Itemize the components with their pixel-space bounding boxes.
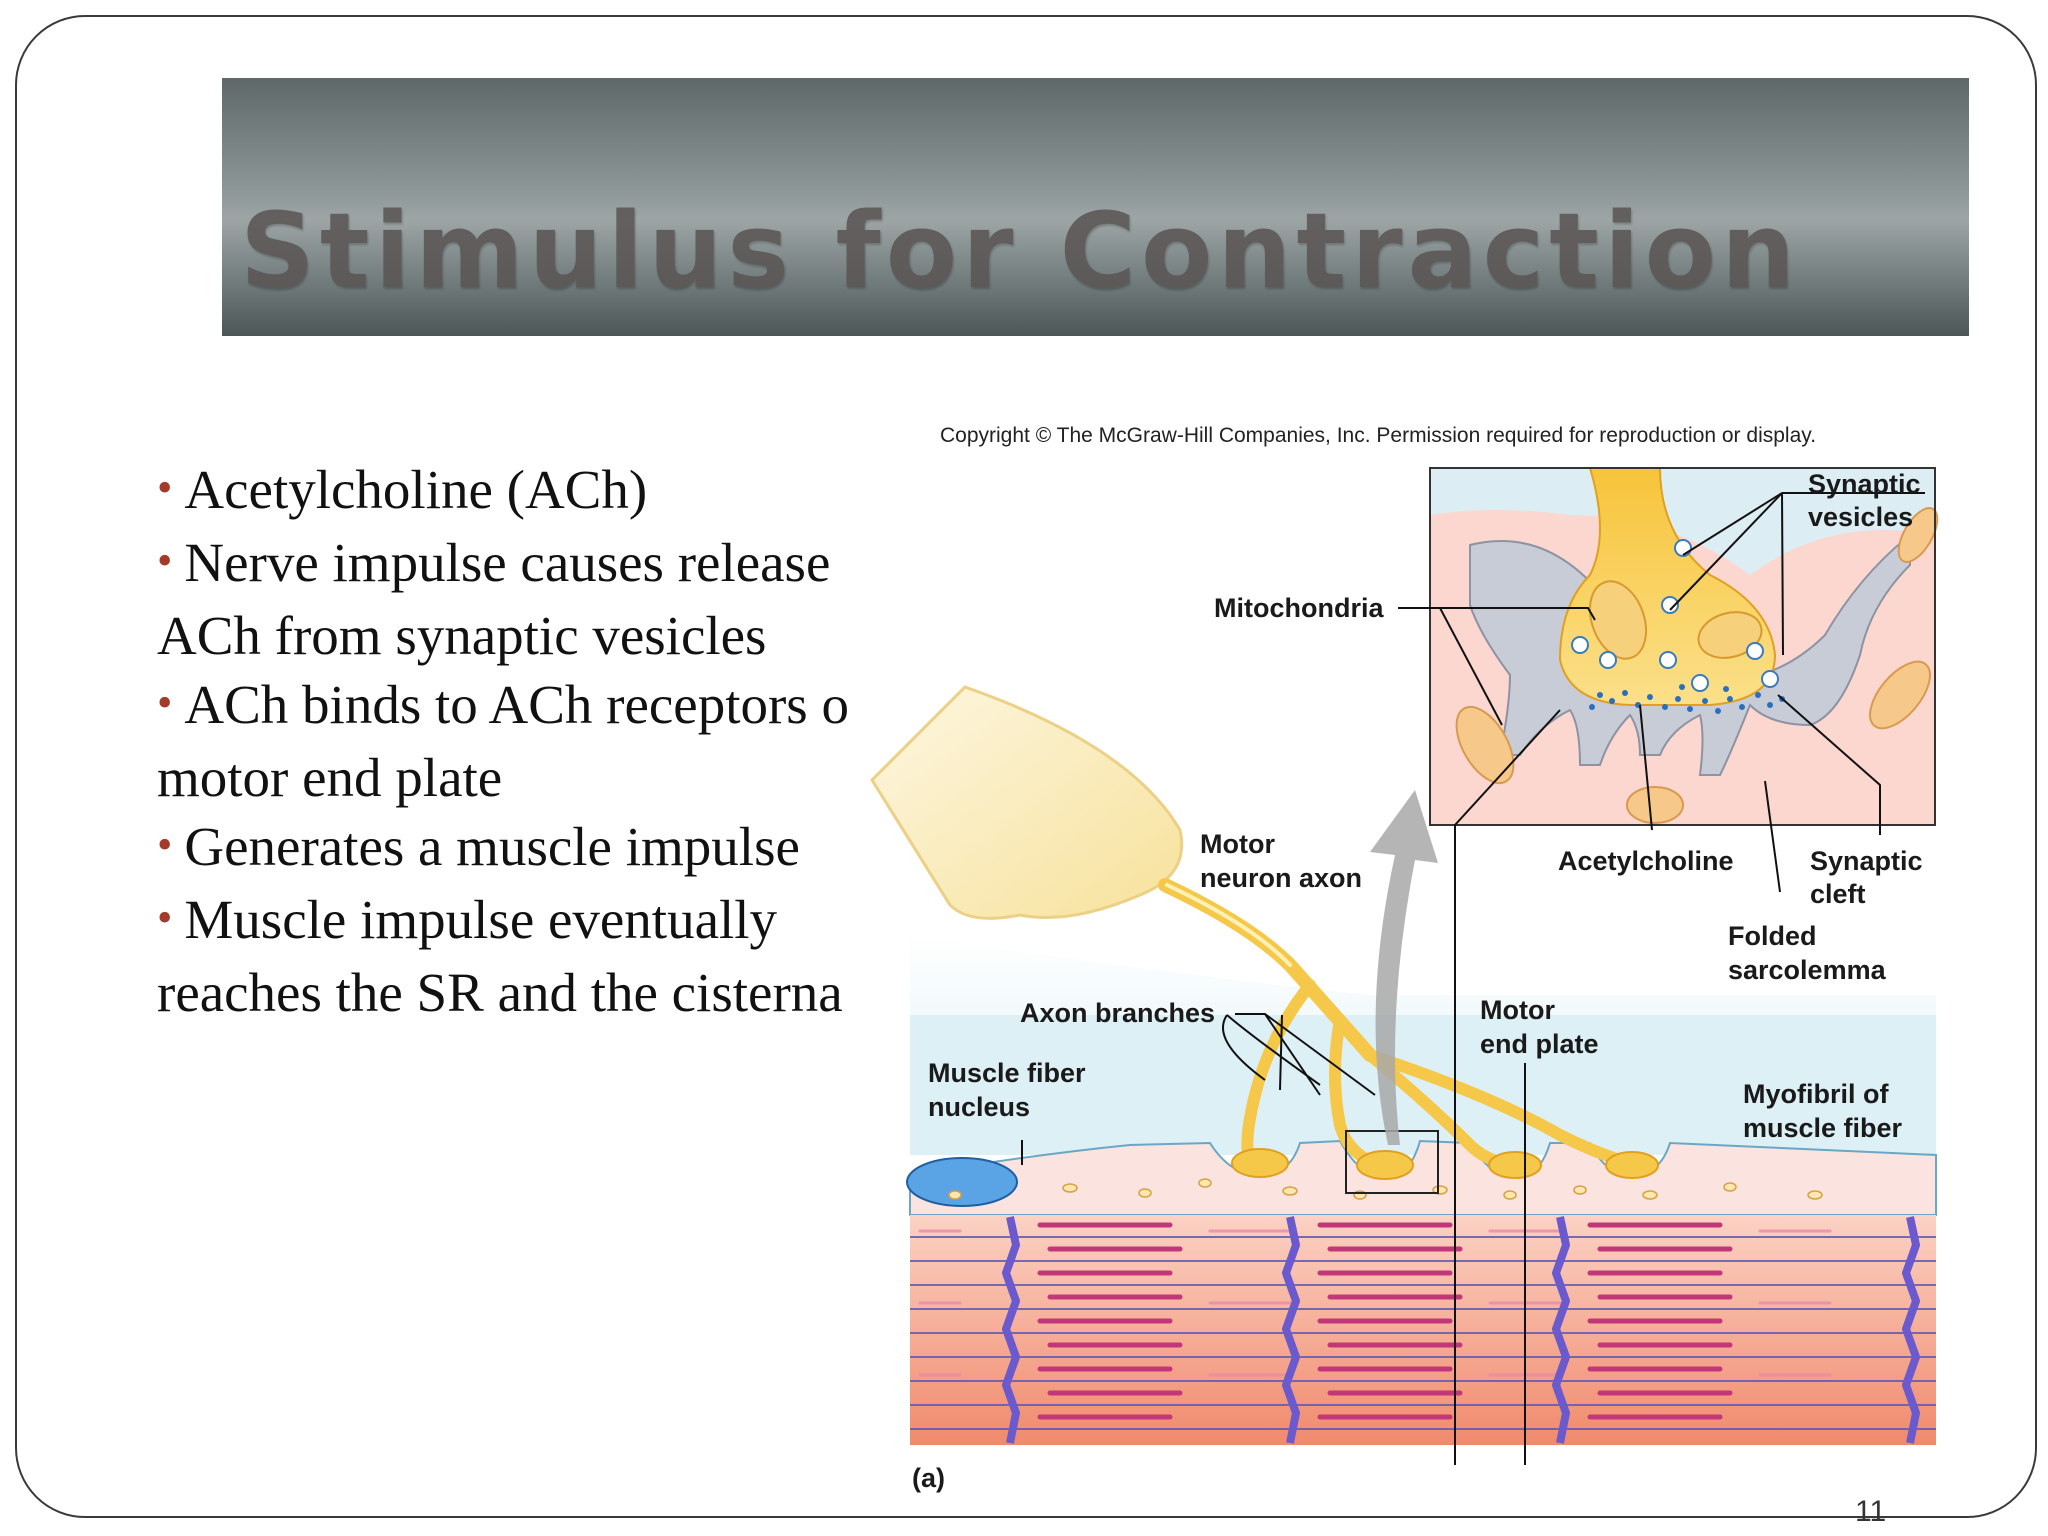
bullet-marker-icon: •	[157, 536, 173, 585]
bullet-item: •Acetylcholine (ACh)	[157, 455, 872, 528]
label-folded-sarcolemma: Folded	[1728, 921, 1817, 951]
title-bar: Stimulus for Contraction	[222, 78, 1969, 336]
bullet-text: Nerve impulse causes release	[184, 532, 831, 593]
label-synaptic-vesicles: Synaptic	[1808, 469, 1921, 499]
label-motor-end-plate: Motor	[1480, 995, 1555, 1025]
axon-sheath	[870, 685, 1184, 920]
bullet-marker-icon: •	[157, 463, 173, 512]
slide-number: 11	[1855, 1495, 1887, 1528]
synapse-inset	[1430, 467, 1939, 825]
label-motor-end-plate-line2: end plate	[1480, 1029, 1599, 1059]
label-motor-neuron-axon-line2: neuron axon	[1200, 863, 1362, 893]
bullet-item: •ACh binds to ACh receptors o	[157, 670, 872, 743]
label-muscle-fiber-nucleus-line2: nucleus	[928, 1092, 1030, 1122]
bullet-item: •Generates a muscle impulse	[157, 812, 872, 885]
bullet-text: Muscle impulse eventually	[184, 889, 778, 950]
magnification-arrow	[1370, 790, 1438, 1145]
axon-terminals	[1231, 1148, 1659, 1180]
label-myofibril: Myofibril of	[1743, 1079, 1889, 1109]
motor-neuron-axon	[1158, 878, 1636, 1171]
bullet-text: Acetylcholine (ACh)	[184, 459, 648, 520]
bullet-item: •Muscle impulse eventually	[157, 885, 872, 958]
neuromuscular-junction-figure: Synaptic vesicles Mitochondria Motor neu…	[870, 455, 1940, 1515]
label-folded-sarcolemma-line2: sarcolemma	[1728, 955, 1887, 985]
label-synaptic-cleft-line2: cleft	[1810, 879, 1866, 909]
label-myofibril-line2: muscle fiber	[1743, 1113, 1903, 1143]
leader-lines	[1021, 492, 1925, 1465]
label-synaptic-vesicles-line2: vesicles	[1808, 502, 1913, 532]
panel-label: (a)	[912, 1463, 945, 1493]
label-acetylcholine: Acetylcholine	[1558, 846, 1734, 876]
muscle-fiber-nucleus	[906, 1157, 1018, 1207]
synapse-inset-frame	[1429, 467, 1936, 826]
bullet-continuation: motor end plate	[157, 747, 503, 808]
copyright-notice: Copyright © The McGraw-Hill Companies, I…	[940, 424, 1817, 447]
bullet-marker-icon: •	[157, 893, 173, 942]
slide-title: Stimulus for Contraction	[240, 190, 1801, 312]
myofibril	[910, 1215, 1936, 1445]
bullet-item: •Nerve impulse causes release	[157, 528, 872, 601]
label-motor-neuron-axon: Motor	[1200, 829, 1275, 859]
sarcolemma-surface	[909, 1139, 1937, 1216]
label-mitochondria: Mitochondria	[1214, 593, 1384, 623]
bullet-text: ACh binds to ACh receptors o	[184, 674, 849, 735]
bullet-marker-icon: •	[157, 820, 173, 869]
bullet-marker-icon: •	[157, 678, 173, 727]
label-axon-branches: Axon branches	[1020, 998, 1215, 1028]
bullet-text: Generates a muscle impulse	[184, 816, 800, 877]
bullet-list: •Acetylcholine (ACh) •Nerve impulse caus…	[157, 455, 872, 1035]
bullet-continuation: ACh from synaptic vesicles	[157, 605, 767, 666]
label-muscle-fiber-nucleus: Muscle fiber	[928, 1058, 1086, 1088]
axon-branches-pointer	[1235, 1013, 1376, 1096]
label-synaptic-cleft: Synaptic	[1810, 846, 1923, 876]
bullet-continuation: reaches the SR and the cisterna	[157, 962, 843, 1023]
